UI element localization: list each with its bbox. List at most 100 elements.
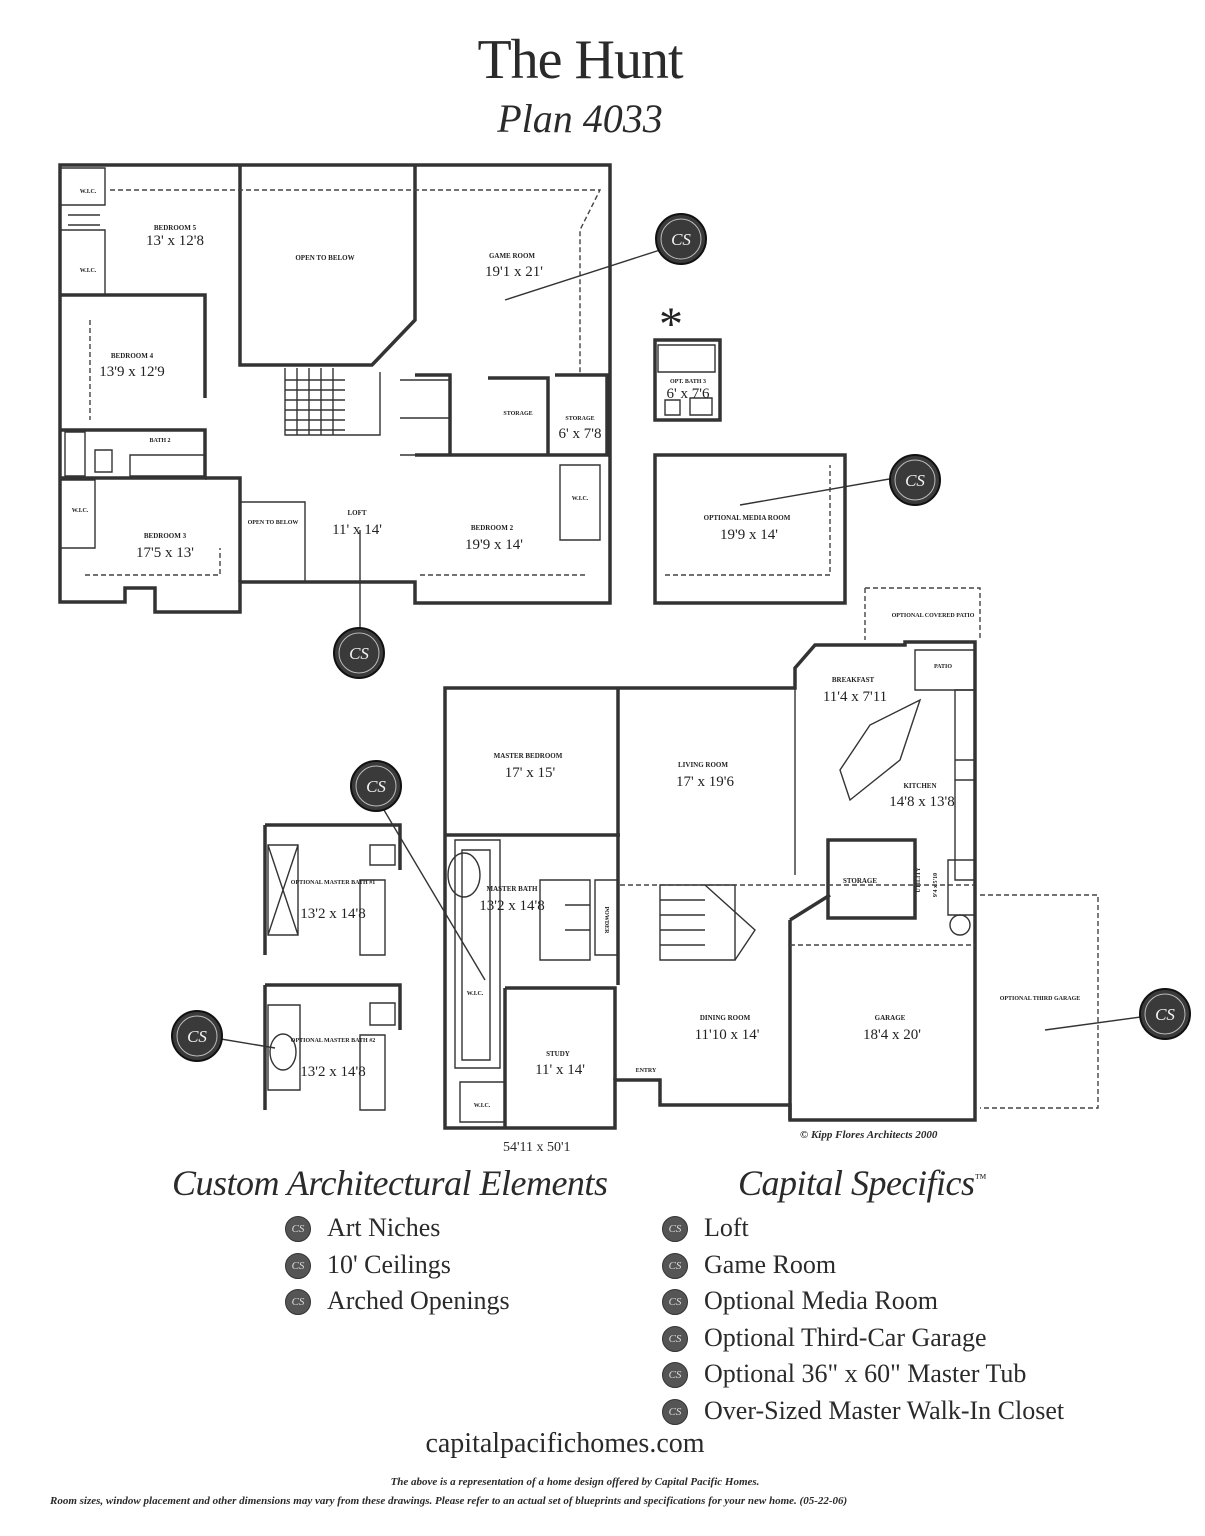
open-to-below-2-label: OPEN TO BELOW bbox=[248, 520, 299, 526]
garage-size: 18'4 x 20' bbox=[863, 1027, 921, 1043]
upper-wic-b-label: W.I.C. bbox=[80, 268, 97, 274]
upper-wic-a-label: W.I.C. bbox=[80, 189, 97, 195]
cs-bullet-icon: CS bbox=[285, 1216, 311, 1242]
cs-badge-master-tub: CS bbox=[171, 1010, 223, 1062]
cs-badge-game-room: CS bbox=[655, 213, 707, 265]
cs-bullet-icon: CS bbox=[662, 1289, 688, 1315]
capital-specifics-heading: Capital Specifics™ bbox=[738, 1162, 986, 1204]
list-item: CS Arched Openings bbox=[285, 1286, 510, 1323]
cs-bullet-icon: CS bbox=[662, 1362, 688, 1388]
loft-size: 11' x 14' bbox=[332, 522, 382, 538]
list-item-label: Art Niches bbox=[327, 1213, 441, 1242]
opt-bath1-size: 13'2 x 14'8 bbox=[300, 906, 365, 922]
opt-bath2-size: 13'2 x 14'8 bbox=[300, 1064, 365, 1080]
svg-text:CS: CS bbox=[905, 471, 925, 490]
study-size: 11' x 14' bbox=[535, 1062, 585, 1078]
list-item-label: 10' Ceilings bbox=[327, 1249, 451, 1279]
cs-bullet-icon: CS bbox=[662, 1398, 688, 1425]
cs-badge-master-closet: CS bbox=[350, 760, 402, 812]
list-item-label: Over-Sized Master Walk-In Closet bbox=[704, 1395, 1065, 1425]
storage-b-size: 6' x 7'8 bbox=[559, 426, 602, 442]
bedroom5-size: 13' x 12'8 bbox=[146, 233, 204, 249]
master-bedroom-size: 17' x 15' bbox=[505, 765, 556, 781]
bedroom2-label: BEDROOM 2 bbox=[471, 524, 514, 532]
cs-badge-third-garage: CS bbox=[1139, 988, 1191, 1040]
upper-wic-c-label: W.I.C. bbox=[72, 508, 89, 514]
living-room-size: 17' x 19'6 bbox=[676, 774, 734, 790]
list-item-label: Arched Openings bbox=[327, 1286, 510, 1315]
list-item-label: Optional Third-Car Garage bbox=[704, 1322, 987, 1352]
list-item: CS Over-Sized Master Walk-In Closet bbox=[662, 1396, 1064, 1433]
kitchen-label: KITCHEN bbox=[903, 782, 936, 790]
game-room-label: GAME ROOM bbox=[489, 252, 535, 260]
bedroom3-size: 17'5 x 13' bbox=[136, 545, 194, 561]
covered-patio-label: OPTIONAL COVERED PATIO bbox=[892, 613, 975, 619]
svg-text:CS: CS bbox=[366, 777, 386, 796]
list-item: CS Loft bbox=[662, 1213, 1064, 1250]
upper-wic-d-label: W.I.C. bbox=[572, 496, 589, 502]
utility-label: UTILITY bbox=[916, 867, 922, 893]
master-bath-size: 13'2 x 14'8 bbox=[479, 898, 544, 914]
svg-text:CS: CS bbox=[349, 644, 369, 663]
third-garage-label: OPTIONAL THIRD GARAGE bbox=[1000, 996, 1081, 1002]
master-wic-label: W.I.C. bbox=[467, 991, 484, 997]
bedroom5-label: BEDROOM 5 bbox=[154, 224, 197, 232]
asterisk-mark: * bbox=[659, 298, 683, 351]
cs-badge-media-room: CS bbox=[889, 454, 941, 506]
capital-specifics-list: CS Loft CS Game Room CS Optional Media Room… bbox=[662, 1213, 1064, 1432]
custom-elements-heading: Custom Architectural Elements bbox=[172, 1163, 608, 1203]
list-item-label: Optional Media Room bbox=[704, 1286, 938, 1315]
cs-bullet-icon: CS bbox=[662, 1325, 688, 1352]
living-room-label: LIVING ROOM bbox=[678, 761, 728, 769]
bedroom2-size: 19'9 x 14' bbox=[465, 537, 523, 553]
lower-wic-label: W.I.C. bbox=[474, 1103, 491, 1109]
cs-bullet-icon: CS bbox=[285, 1289, 311, 1315]
upper-floor-plan: W.I.C. BEDROOM 5 13' x 12'8 OPEN TO BELO… bbox=[58, 163, 896, 630]
opt-bath1-label: OPTIONAL MASTER BATH #1 bbox=[291, 880, 375, 886]
storage-a-label: STORAGE bbox=[503, 411, 532, 417]
breakfast-label: BREAKFAST bbox=[832, 676, 875, 684]
cs-bullet-icon: CS bbox=[662, 1252, 688, 1279]
lower-storage-label: STORAGE bbox=[843, 877, 877, 885]
study-label: STUDY bbox=[546, 1050, 570, 1058]
svg-text:CS: CS bbox=[1155, 1005, 1175, 1024]
plan-number: Plan 4033 bbox=[497, 96, 663, 141]
list-item: CS Optional 36" x 60" Master Tub bbox=[662, 1359, 1064, 1396]
cs-bullet-icon: CS bbox=[285, 1252, 311, 1279]
garage-label: GARAGE bbox=[875, 1014, 906, 1022]
lower-floor-plan: OPTIONAL COVERED PATIO PATIO BREAKFAST 1… bbox=[214, 587, 1149, 1130]
website-link[interactable]: capitalpacifichomes.com bbox=[425, 1428, 705, 1459]
list-item: CS Optional Third-Car Garage bbox=[662, 1323, 1064, 1360]
list-item-label: Loft bbox=[704, 1213, 749, 1242]
media-room-label: OPTIONAL MEDIA ROOM bbox=[704, 514, 791, 522]
open-to-below-label: OPEN TO BELOW bbox=[295, 254, 354, 262]
plan-title: The Hunt bbox=[477, 29, 683, 91]
dining-room-label: DINING ROOM bbox=[700, 1014, 751, 1022]
patio-label: PATIO bbox=[934, 664, 952, 670]
game-room-size: 19'1 x 21' bbox=[485, 264, 543, 280]
kitchen-size: 14'8 x 13'8 bbox=[889, 794, 954, 810]
custom-elements-list: CS Art Niches CS 10' Ceilings CS Arched Ope… bbox=[285, 1213, 510, 1323]
storage-b-label: STORAGE bbox=[565, 416, 594, 422]
breakfast-size: 11'4 x 7'11 bbox=[823, 689, 887, 705]
list-item-label: Game Room bbox=[704, 1249, 837, 1279]
disclaimer-line-2: Room sizes, window placement and other d… bbox=[50, 1495, 848, 1507]
overall-dimensions: 54'11 x 50'1 bbox=[503, 1140, 571, 1155]
list-item-label: Optional 36" x 60" Master Tub bbox=[704, 1359, 1027, 1388]
bath2-label: BATH 2 bbox=[149, 438, 170, 444]
list-item: CS Game Room bbox=[662, 1250, 1064, 1287]
list-item: CS Optional Media Room bbox=[662, 1286, 1064, 1323]
loft-label: LOFT bbox=[347, 509, 366, 517]
list-item: CS 10' Ceilings bbox=[285, 1250, 510, 1287]
svg-text:CS: CS bbox=[671, 230, 691, 249]
entry-label: ENTRY bbox=[636, 1068, 657, 1074]
trademark-mark: ™ bbox=[974, 1171, 986, 1185]
opt-bath3-label: OPT. BATH 3 bbox=[670, 379, 706, 385]
cs-badge-loft: CS bbox=[333, 627, 385, 679]
cs-bullet-icon: CS bbox=[662, 1216, 688, 1242]
bedroom4-size: 13'9 x 12'9 bbox=[99, 364, 164, 380]
powder-label: POWDER bbox=[603, 907, 609, 935]
opt-bath2-label: OPTIONAL MASTER BATH #2 bbox=[291, 1038, 375, 1044]
capital-specifics-heading-text: Capital Specifics bbox=[738, 1163, 975, 1203]
master-bath-label: MASTER BATH bbox=[486, 885, 538, 893]
